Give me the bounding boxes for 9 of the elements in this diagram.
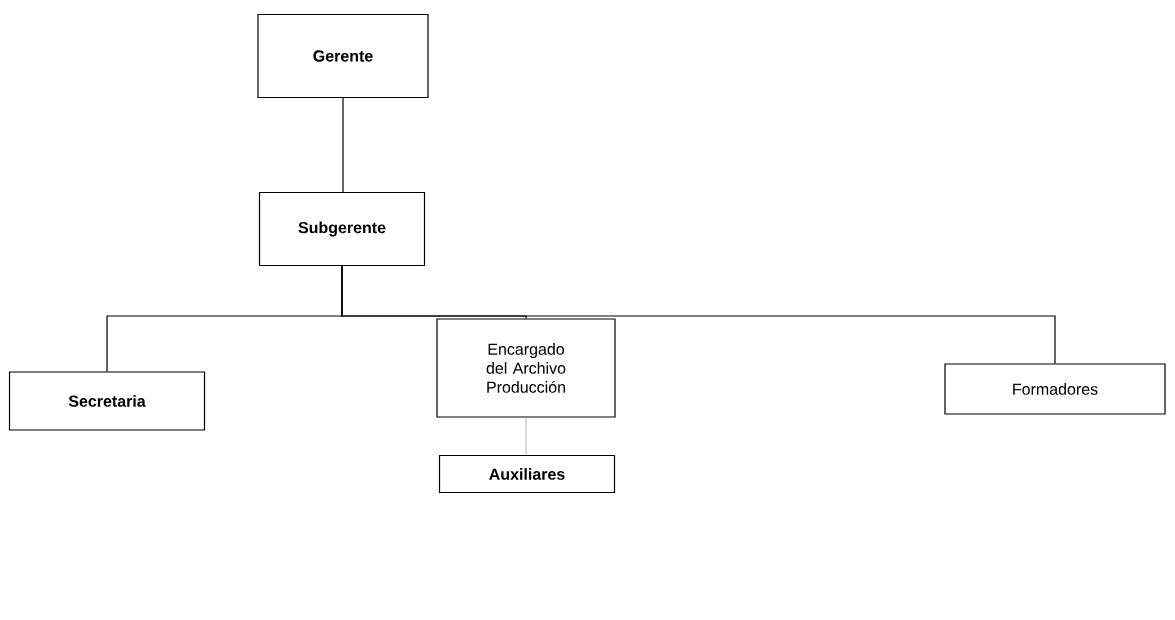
org-box: Secretaria [8,371,206,431]
org-box: Encargado del Archivo Producción [436,318,616,418]
org-box: Formadores [944,363,1166,415]
org-box: Gerente [257,13,429,99]
connector-line [525,417,527,456]
connector-line [342,97,344,193]
org-box: Auxiliares [438,454,616,494]
org-box: Subgerente [258,191,426,267]
connector-line [341,265,1056,364]
